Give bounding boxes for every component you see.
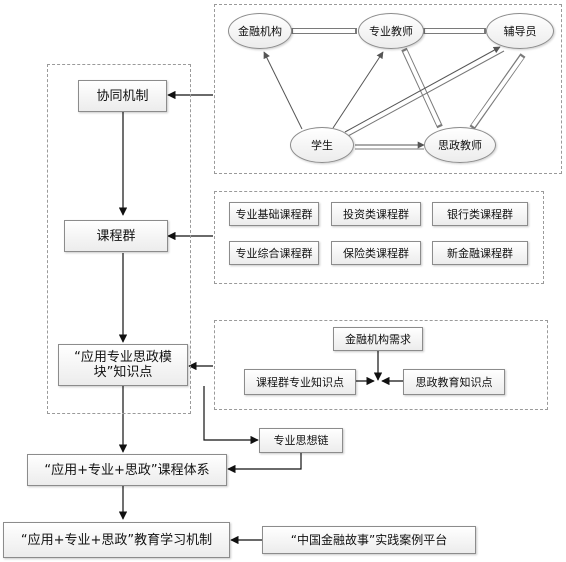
collaboration-group-frame xyxy=(47,64,191,414)
course-group-frame xyxy=(214,191,544,284)
course-item-4: 专业综合课程群 xyxy=(229,241,319,265)
course-group-box: 课程群 xyxy=(64,220,168,252)
node-counselor: 辅导员 xyxy=(486,13,554,49)
node-student: 学生 xyxy=(290,127,354,163)
course-system-box: “应用+专业+思政”课程体系 xyxy=(27,454,227,486)
student-arrows xyxy=(263,46,501,149)
course-item-5: 保险类课程群 xyxy=(331,241,421,265)
node-finance-institution: 金融机构 xyxy=(228,13,292,49)
stakeholder-double-arrows-inner xyxy=(293,29,524,128)
knowledge-frame xyxy=(214,320,548,410)
module-knowledge-box: “应用专业思政模块”知识点 xyxy=(58,344,188,386)
course-knowledge-box: 课程群专业知识点 xyxy=(244,369,356,395)
course-item-2: 投资类课程群 xyxy=(331,202,421,226)
professional-thought-chain-box: 专业思想链 xyxy=(259,428,343,453)
course-item-1: 专业基础课程群 xyxy=(229,202,319,226)
case-platform-box: “中国金融故事”实践案例平台 xyxy=(262,526,476,554)
collaboration-mechanism-box: 协同机制 xyxy=(78,80,167,112)
node-professional-teacher: 专业教师 xyxy=(358,13,424,49)
node-ideological-teacher: 思政教师 xyxy=(424,127,496,163)
stakeholder-frame xyxy=(214,4,562,174)
course-item-3: 银行类课程群 xyxy=(432,202,528,226)
student-arrows-second xyxy=(347,50,505,150)
course-item-6: 新金融课程群 xyxy=(432,241,528,265)
finance-demand-box: 金融机构需求 xyxy=(333,327,423,351)
learning-mechanism-box: “应用+专业+思政”教育学习机制 xyxy=(3,522,230,558)
ideological-knowledge-box: 思政教育知识点 xyxy=(403,369,505,395)
